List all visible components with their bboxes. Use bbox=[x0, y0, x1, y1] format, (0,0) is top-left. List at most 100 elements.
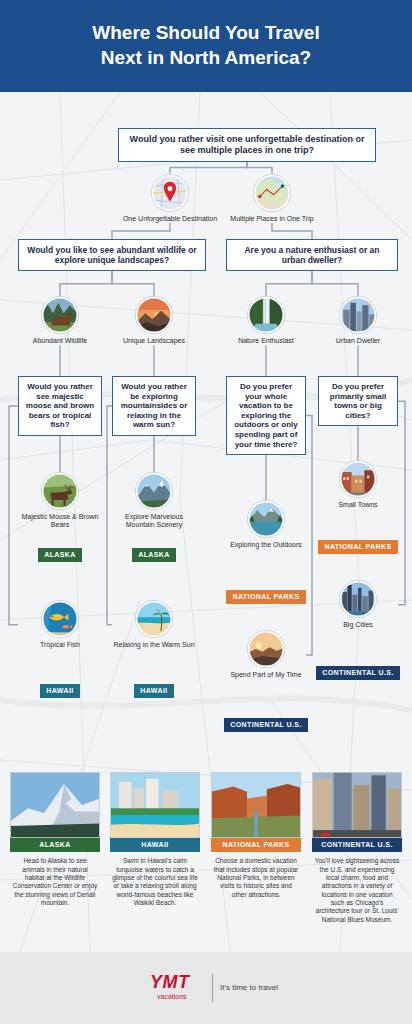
scene-shape bbox=[357, 312, 362, 333]
scene-shape bbox=[249, 502, 284, 537]
scene-shape bbox=[43, 602, 78, 637]
scene-shape bbox=[339, 296, 376, 333]
card-photo bbox=[312, 772, 402, 838]
card-photo bbox=[10, 772, 100, 838]
scene-shape bbox=[312, 779, 332, 838]
answer-photo bbox=[339, 580, 377, 618]
answer-option: Unique Landscapes bbox=[112, 296, 196, 345]
answer-label: Relaxing in the Warm Sun bbox=[112, 641, 196, 649]
scene-shape bbox=[258, 194, 262, 198]
flow-connector bbox=[9, 406, 18, 625]
scene-shape bbox=[65, 314, 71, 320]
answer-option: Tropical Fish bbox=[18, 600, 102, 649]
scene-shape bbox=[341, 298, 376, 333]
result-tag: CONTINENTAL U.S. bbox=[224, 718, 307, 732]
scene-shape bbox=[348, 585, 352, 611]
flow-connector bbox=[112, 223, 170, 239]
scene-shape bbox=[153, 175, 188, 210]
card-description: Swim in Hawaii's calm turquoise waters t… bbox=[110, 857, 200, 907]
scene-shape bbox=[249, 648, 284, 667]
card-description: You'll love sightseeing across the U.S. … bbox=[312, 857, 402, 924]
scene-shape bbox=[260, 186, 283, 197]
answer-label: Explore Marvelous Mountain Scenery bbox=[112, 513, 196, 530]
scene-shape bbox=[70, 625, 72, 629]
scene-shape bbox=[10, 784, 100, 838]
destination-card: CONTINENTAL U.S.You'll love sightseeing … bbox=[312, 772, 402, 924]
scene-shape bbox=[341, 582, 376, 617]
scene-shape bbox=[321, 833, 330, 836]
result-tag: CONTINENTAL U.S. bbox=[316, 666, 399, 680]
question-box: Are you a nature enthusiast or an urban … bbox=[226, 239, 398, 271]
question-box: Would you like to see abundant wildlife … bbox=[18, 239, 206, 271]
scene-shape bbox=[151, 174, 188, 211]
answer-option: Majestic Moose & Brown Bears bbox=[18, 472, 102, 530]
scene-shape bbox=[62, 625, 70, 628]
scene-shape bbox=[343, 477, 345, 480]
scene-shape bbox=[155, 609, 161, 614]
scene-shape bbox=[249, 298, 284, 333]
scene-shape bbox=[50, 492, 68, 506]
scene-shape bbox=[65, 485, 73, 490]
scene-shape bbox=[145, 483, 150, 487]
scene-shape bbox=[352, 595, 357, 611]
scene-shape bbox=[110, 772, 199, 837]
scene-shape bbox=[263, 298, 269, 324]
question-text: Do you prefer your whole vacation to be … bbox=[232, 382, 300, 449]
result-tag: HAWAII bbox=[134, 684, 173, 698]
scene-shape bbox=[253, 174, 290, 211]
scene-shape bbox=[312, 772, 401, 837]
answer-photo bbox=[247, 500, 285, 538]
question-text: Do you prefer primarily small towns or b… bbox=[324, 382, 392, 420]
logo-mark: YMT bbox=[150, 972, 190, 993]
scene-shape bbox=[254, 812, 258, 838]
scene-shape bbox=[158, 481, 165, 488]
answer-label: Abundant Wildlife bbox=[18, 337, 102, 345]
scene-shape bbox=[211, 772, 300, 837]
scene-shape bbox=[347, 477, 349, 480]
scene-shape bbox=[43, 474, 78, 509]
scene-shape bbox=[137, 602, 172, 637]
answer-label: Exploring the Outdoors bbox=[226, 541, 306, 549]
title: Where Should You Travel Next in North Am… bbox=[76, 21, 336, 70]
answer-label: Unique Landscapes bbox=[112, 337, 196, 345]
scene-shape bbox=[10, 823, 100, 838]
scene-shape bbox=[66, 313, 68, 315]
scene-shape bbox=[249, 502, 284, 537]
scene-shape bbox=[43, 602, 78, 637]
scene-shape bbox=[249, 522, 284, 537]
answer-label: Nature Enthusiast bbox=[226, 337, 306, 345]
flow-connector bbox=[266, 271, 312, 296]
flow-connector bbox=[357, 345, 359, 376]
scene-shape bbox=[269, 508, 274, 513]
destination-card: NATIONAL PARKSChoose a domestic vacation… bbox=[211, 772, 301, 899]
scene-shape bbox=[367, 476, 369, 479]
answer-label: Small Towns bbox=[318, 501, 398, 509]
scene-shape bbox=[153, 175, 188, 210]
question-text: Would you rather visit one unforgettable… bbox=[124, 134, 370, 156]
answer-label: Tropical Fish bbox=[18, 641, 102, 649]
scene-shape bbox=[133, 789, 144, 812]
scene-shape bbox=[256, 642, 263, 649]
answer-option: Big Cities bbox=[318, 580, 398, 629]
card-tag: ALASKA bbox=[10, 838, 100, 852]
scene-shape bbox=[341, 462, 376, 497]
scene-shape bbox=[137, 474, 172, 509]
scene-shape bbox=[135, 472, 172, 509]
card-photo bbox=[211, 772, 301, 838]
flow-connector bbox=[398, 401, 405, 605]
answer-option: Abundant Wildlife bbox=[18, 296, 102, 345]
flow-connector bbox=[153, 345, 155, 376]
answer-option: Spend Part of My Time bbox=[226, 630, 306, 679]
result-label: NATIONAL PARKS bbox=[324, 543, 391, 551]
scene-shape bbox=[362, 305, 368, 332]
scene-shape bbox=[339, 460, 376, 497]
scene-shape bbox=[41, 472, 78, 509]
scene-shape bbox=[247, 296, 284, 333]
question-box: Would you rather be exploring mountainsi… bbox=[112, 376, 196, 436]
scene-shape bbox=[312, 772, 402, 838]
answer-option: Multiple Places in One Trip bbox=[224, 174, 320, 223]
scene-shape bbox=[135, 600, 172, 637]
scene-shape bbox=[334, 772, 352, 838]
answer-photo bbox=[339, 460, 377, 498]
scene-shape bbox=[277, 515, 283, 522]
